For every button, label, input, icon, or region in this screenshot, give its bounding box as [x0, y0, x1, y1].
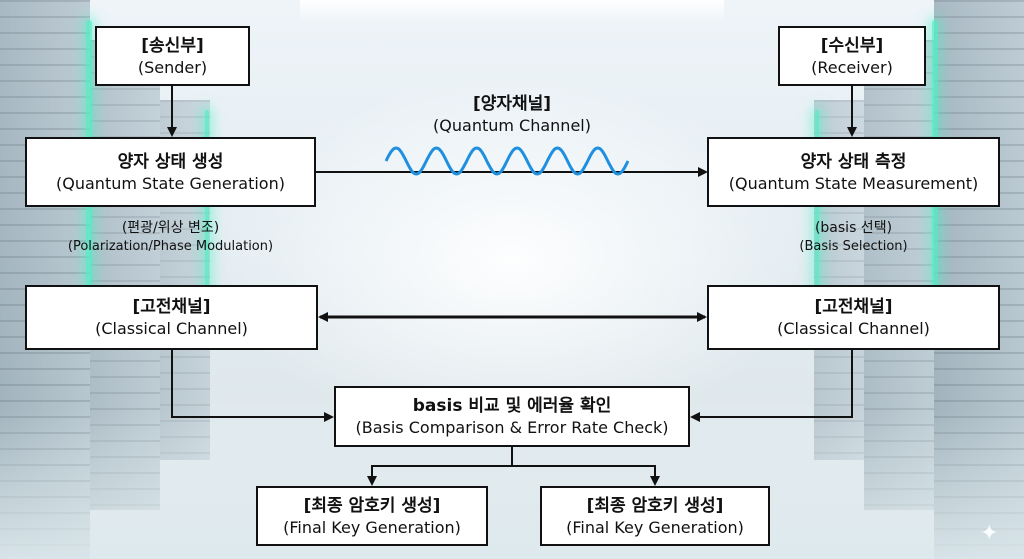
comparison-subtitle: (Basis Comparison & Error Rate Check)	[355, 418, 669, 437]
state-generation-subtitle: (Quantum State Generation)	[56, 173, 285, 193]
comparison-title: basis 비교 및 에러율 확인	[412, 396, 612, 416]
quantum-channel-caption: [양자채널] (Quantum Channel)	[392, 93, 632, 136]
classical-channel-left-box: [고전채널] (Classical Channel)	[25, 285, 318, 350]
ceiling-light	[300, 0, 724, 24]
state-generation-title: 양자 상태 생성	[117, 151, 224, 172]
state-generation-note-ko: (편광/위상 변조)	[121, 220, 220, 236]
arrow-classical-right-to-comparison	[690, 350, 853, 422]
neon-light	[205, 110, 209, 330]
classical-left-title: [고전채널]	[132, 297, 211, 317]
quantum-channel-subtitle: (Quantum Channel)	[433, 116, 591, 135]
state-measurement-title: 양자 상태 측정	[800, 151, 907, 172]
state-generation-note-en: (Polarization/Phase Modulation)	[67, 239, 274, 254]
neon-light	[815, 110, 819, 330]
state-measurement-note-ko: (basis 선택)	[814, 220, 893, 236]
state-measurement-subtitle: (Quantum State Measurement)	[728, 173, 979, 193]
classical-right-title: [고전채널]	[814, 297, 893, 317]
final-key-left-title: [최종 암호키 생성]	[303, 495, 441, 516]
classical-right-subtitle: (Classical Channel)	[777, 319, 930, 338]
basis-comparison-box: basis 비교 및 에러율 확인 (Basis Comparison & Er…	[334, 386, 690, 447]
classical-left-subtitle: (Classical Channel)	[95, 319, 248, 338]
state-generation-box: 양자 상태 생성 (Quantum State Generation)	[25, 137, 316, 207]
receiver-title: [수신부]	[820, 35, 884, 56]
state-generation-note: (편광/위상 변조) (Polarization/Phase Modulatio…	[25, 219, 316, 256]
state-measurement-note-en: (Basis Selection)	[799, 239, 908, 254]
arrow-classical-left-to-comparison	[171, 350, 334, 422]
sender-title: [송신부]	[141, 35, 204, 56]
final-key-right-box: [최종 암호키 생성] (Final Key Generation)	[540, 486, 770, 546]
sender-box: [송신부] (Sender)	[95, 26, 250, 86]
final-key-right-subtitle: (Final Key Generation)	[566, 517, 744, 537]
sparkle-icon: ✦	[980, 521, 999, 546]
state-measurement-note: (basis 선택) (Basis Selection)	[707, 219, 1000, 256]
sender-subtitle: (Sender)	[137, 57, 208, 77]
quantum-wave	[384, 146, 630, 176]
receiver-subtitle: (Receiver)	[811, 57, 893, 77]
final-key-right-title: [최종 암호키 생성]	[586, 495, 724, 516]
final-key-left-subtitle: (Final Key Generation)	[283, 517, 461, 537]
quantum-channel-title: [양자채널]	[472, 94, 552, 114]
receiver-box: [수신부] (Receiver)	[778, 26, 926, 86]
state-measurement-box: 양자 상태 측정 (Quantum State Measurement)	[707, 137, 1000, 207]
classical-channel-right-box: [고전채널] (Classical Channel)	[707, 285, 1000, 350]
arrow-to-final-key-left	[367, 465, 512, 486]
arrow-to-final-key-right	[512, 465, 660, 486]
final-key-left-box: [최종 암호키 생성] (Final Key Generation)	[256, 486, 488, 546]
